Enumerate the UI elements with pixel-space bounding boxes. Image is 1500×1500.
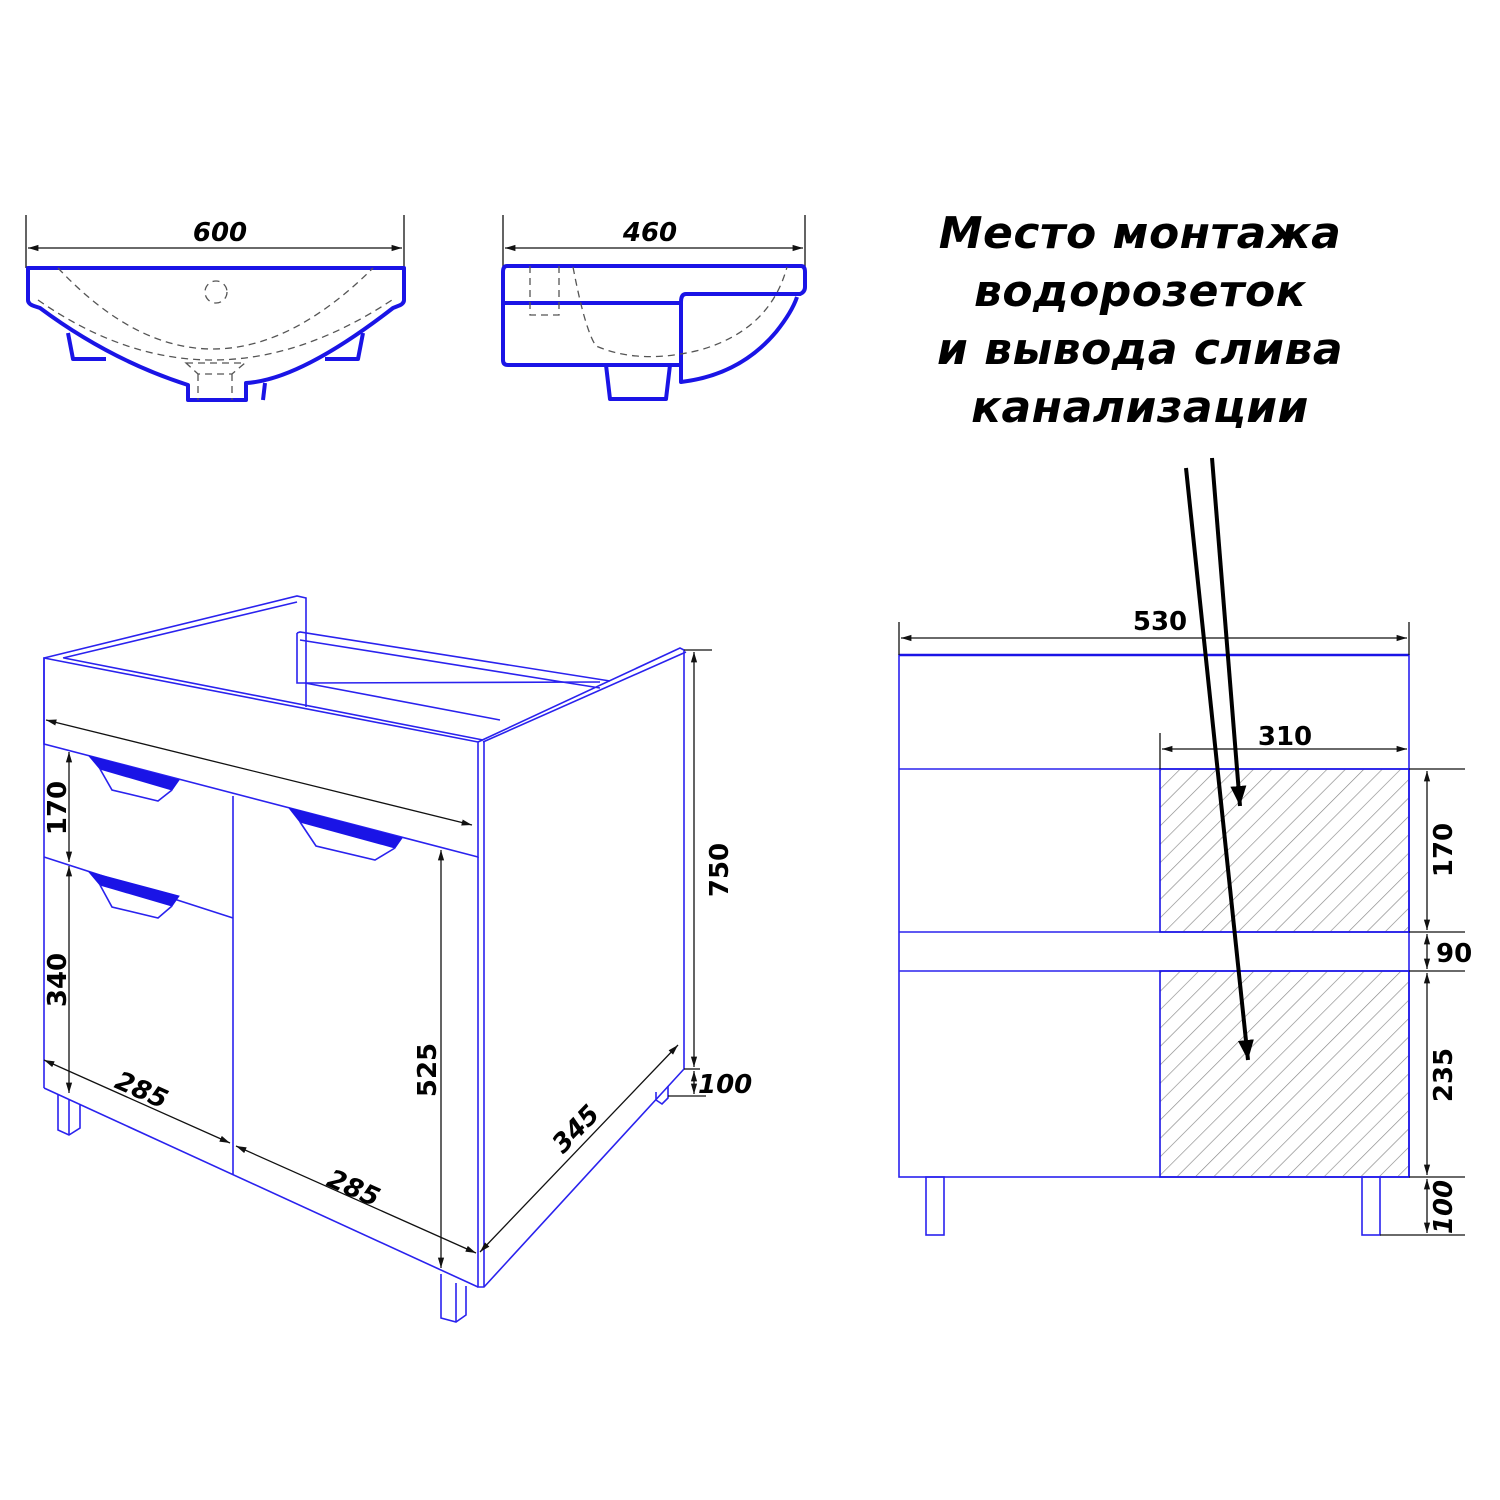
callout-arrows: [1184, 457, 1254, 1061]
total-height-label: 750: [705, 843, 735, 897]
cabinet-front-top-rail: [43, 657, 479, 859]
basin-side-view: 460: [501, 215, 807, 401]
right-width-label: 285: [322, 1164, 384, 1213]
back-leg-left: [925, 1176, 945, 1236]
basin-front-view: 600: [25, 215, 406, 402]
cabinet-width-dimension-line: [45, 719, 473, 826]
basin-depth-label: 460: [622, 218, 677, 248]
back-leg-right: [1361, 1176, 1381, 1236]
cabinet-right-side-panel: [477, 647, 685, 1288]
mounting-zone-title: Место монтажа водорозеток и вывода слива…: [900, 205, 1380, 437]
back-total-width-label: 530: [1133, 607, 1187, 637]
callout-arrow-upper-zone: [1210, 457, 1247, 807]
upper-mounting-zone: [1159, 768, 1410, 933]
leg-front-right: [440, 1274, 467, 1323]
iso-leg-height-label: 100: [698, 1070, 752, 1100]
basin-side-foot: [604, 364, 672, 401]
title-line-4: канализации: [971, 382, 1309, 433]
callout-arrow-lower-zone: [1184, 467, 1254, 1061]
basin-overflow-hidden: [529, 266, 560, 316]
basin-left-foot: [66, 332, 106, 361]
depth-label: 345: [547, 1099, 606, 1159]
handle-right-door: [287, 807, 403, 849]
cabinet-back-view: 530 310 170 90 235 100: [898, 607, 1472, 1236]
back-leg-height-label: 100: [1429, 1180, 1459, 1234]
basin-side-outline: [507, 264, 807, 384]
basin-width-label: 600: [193, 218, 247, 248]
left-width-label: 285: [110, 1066, 172, 1115]
lower-drawer-height-label: 340: [43, 953, 73, 1007]
zone-width-label: 310: [1258, 722, 1312, 752]
lower-zone-height-label: 235: [1429, 1048, 1459, 1102]
lower-mounting-zone: [1159, 970, 1410, 1178]
basin-side-bowl-hidden: [572, 266, 788, 358]
basin-right-foot: [325, 332, 365, 361]
faucet-hole: [204, 280, 228, 304]
title-line-3: и вывода слива: [936, 324, 1344, 375]
title-line-1: Место монтажа: [938, 208, 1342, 259]
basin-outline: [26, 266, 406, 402]
top-drawer-height-label: 170: [43, 781, 73, 835]
door-height-label: 525: [413, 1043, 443, 1097]
basin-bowl-hidden-line: [57, 267, 374, 350]
title-line-2: водорозеток: [973, 266, 1307, 317]
upper-zone-height-label: 170: [1429, 823, 1459, 877]
rail-height-label: 90: [1436, 939, 1472, 969]
cabinet-isometric: 170 340 525 750 100 285 285 345: [43, 595, 752, 1323]
